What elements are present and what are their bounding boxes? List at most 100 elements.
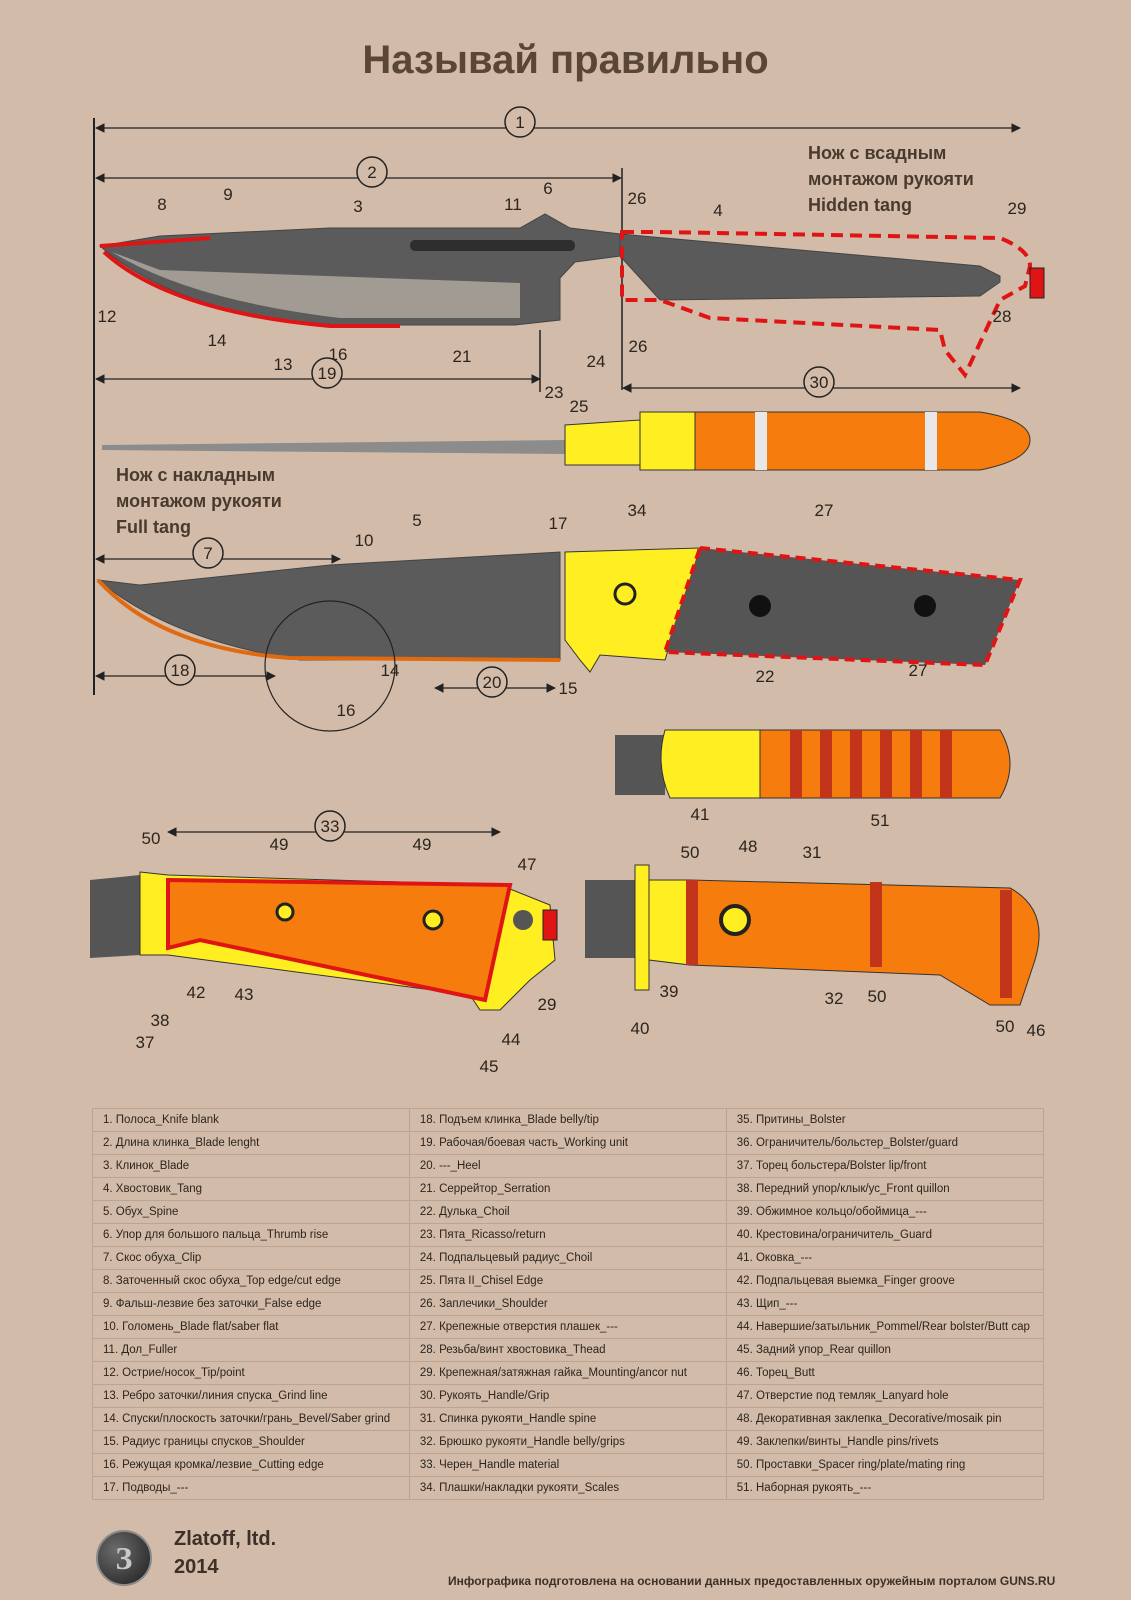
- callout-circle: [476, 666, 508, 698]
- full-tang-knife: [95, 545, 1023, 732]
- legend-cell: 8. Заточенный скос обуха_Top edge/cut ed…: [92, 1269, 410, 1293]
- callout-label: 14: [208, 331, 227, 350]
- callout-label: 12: [98, 307, 117, 326]
- callout-circle: [314, 810, 346, 842]
- callout-label: 6: [543, 179, 552, 198]
- company-name: Zlatoff, ltd.: [174, 1528, 277, 1550]
- callout-label: 24: [587, 352, 606, 371]
- legend-cell: 16. Режущая кромка/лезвие_Cutting edge: [92, 1453, 410, 1477]
- legend-cell: 33. Черен_Handle material: [408, 1453, 727, 1477]
- callout-label: 2: [367, 163, 376, 182]
- legend-cell: 7. Скос обуха_Clip: [92, 1246, 410, 1270]
- legend-cell: 22. Дулька_Choil: [408, 1200, 727, 1224]
- footer-company: Zlatoff, ltd. 2014: [174, 1525, 276, 1581]
- callout-circle: [356, 156, 388, 188]
- legend-cell: 46. Торец_Butt: [725, 1361, 1045, 1385]
- legend-cell: 3. Клинок_Blade: [92, 1154, 410, 1178]
- callout-label: 27: [815, 501, 834, 520]
- callout-label: 42: [187, 983, 206, 1002]
- callout-label: 44: [502, 1030, 521, 1049]
- legend-cell: 24. Подпальцевый радиус_Choil: [408, 1246, 727, 1270]
- callout-label: 49: [270, 835, 289, 854]
- legend-cell: 19. Рабочая/боевая часть_Working unit: [408, 1131, 727, 1155]
- callout-label: 19: [318, 364, 337, 383]
- legend-cell: 43. Щип_---: [725, 1292, 1045, 1316]
- callout-label: 30: [810, 373, 829, 392]
- callout-label: 28: [993, 307, 1012, 326]
- legend-cell: 23. Пята_Ricasso/return: [408, 1223, 727, 1247]
- callout-label: 29: [1008, 199, 1027, 218]
- legend-cell: 5. Обух_Spine: [92, 1200, 410, 1224]
- callout-label: 50: [681, 843, 700, 862]
- callout-label: 50: [868, 987, 887, 1006]
- legend-cell: 39. Обжимное кольцо/обоймица_---: [725, 1200, 1045, 1224]
- callout-label: 8: [157, 195, 166, 214]
- hidden-tang-caption: Нож с всадным монтажом рукояти Hidden ta…: [808, 143, 974, 215]
- legend-cell: 47. Отверстие под темляк_Lanyard hole: [725, 1384, 1045, 1408]
- legend-cell: 51. Наборная рукоять_---: [725, 1476, 1045, 1500]
- callout-circle: [311, 357, 343, 389]
- callout-label: 25: [570, 397, 589, 416]
- callout-label: 50: [996, 1017, 1015, 1036]
- callout-label: 32: [825, 989, 844, 1008]
- legend-row: 8. Заточенный скос обуха_Top edge/cut ed…: [92, 1269, 1045, 1293]
- footer-source-note: Инфографика подготовлена на основании да…: [448, 1574, 1056, 1588]
- legend-cell: 20. ---_Heel: [408, 1154, 727, 1178]
- legend-cell: 34. Плашки/накладки рукояти_Scales: [408, 1476, 727, 1500]
- legend-cell: 44. Навершие/затыльник_Pommel/Rear bolst…: [725, 1315, 1045, 1339]
- legend-cell: 1. Полоса_Knife blank: [92, 1108, 410, 1132]
- callout-label: 18: [171, 661, 190, 680]
- legend-cell: 31. Спинка рукояти_Handle spine: [408, 1407, 727, 1431]
- callout-label: 3: [353, 197, 362, 216]
- legend-cell: 45. Задний упор_Rear quillon: [725, 1338, 1045, 1362]
- full-tang-caption: Нож с накладным монтажом рукояти Full ta…: [116, 465, 282, 537]
- callout-circle: [164, 654, 196, 686]
- callout-label: 10: [355, 531, 374, 550]
- callout-label: 15: [559, 679, 578, 698]
- callout-label: 14: [381, 661, 400, 680]
- legend-cell: 6. Упор для большого пальца_Thrumb rise: [92, 1223, 410, 1247]
- legend-cell: 13. Ребро заточки/линия спуска_Grind lin…: [92, 1384, 410, 1408]
- company-year: 2014: [174, 1556, 219, 1578]
- callout-label: 46: [1027, 1021, 1046, 1040]
- legend-cell: 15. Радиус границы спусков_Shoulder: [92, 1430, 410, 1454]
- stacked-handle-sample: [102, 411, 1031, 471]
- hidden-tang-knife: [93, 118, 1045, 695]
- legend-cell: 14. Спуски/плоскость заточки/грань_Bevel…: [92, 1407, 410, 1431]
- callout-label: 51: [871, 811, 890, 830]
- legend-row: 13. Ребро заточки/линия спуска_Grind lin…: [92, 1384, 1045, 1408]
- callout-label: 5: [412, 511, 421, 530]
- legend-cell: 25. Пята II_Chisel Edge: [408, 1269, 727, 1293]
- callout-label: 45: [480, 1057, 499, 1076]
- legend-cell: 35. Притины_Bolster: [725, 1108, 1045, 1132]
- legend-cell: 12. Острие/носок_Tip/point: [92, 1361, 410, 1385]
- callout-label: 23: [545, 383, 564, 402]
- legend-cell: 11. Дол_Fuller: [92, 1338, 410, 1362]
- legend-cell: 38. Передний упор/клык/ус_Front quillon: [725, 1177, 1045, 1201]
- legend-row: 17. Подводы_---34. Плашки/накладки рукоя…: [92, 1476, 1045, 1500]
- callout-circle: [192, 537, 224, 569]
- callout-label: 31: [803, 843, 822, 862]
- callout-label: 40: [631, 1019, 650, 1038]
- legend-cell: 32. Брюшко рукояти_Handle belly/grips: [408, 1430, 727, 1454]
- legend-cell: 48. Декоративная заклепка_Decorative/mos…: [725, 1407, 1045, 1431]
- legend-cell: 36. Ограничитель/больстер_Bolster/guard: [725, 1131, 1045, 1155]
- legend-cell: 28. Резьба/винт хвостовика_Thead: [408, 1338, 727, 1362]
- callout-label: 37: [136, 1033, 155, 1052]
- legend-cell: 30. Рукоять_Handle/Grip: [408, 1384, 727, 1408]
- legend-cell: 18. Подъем клинка_Blade belly/tip: [408, 1108, 727, 1132]
- callout-label: 17: [549, 514, 568, 533]
